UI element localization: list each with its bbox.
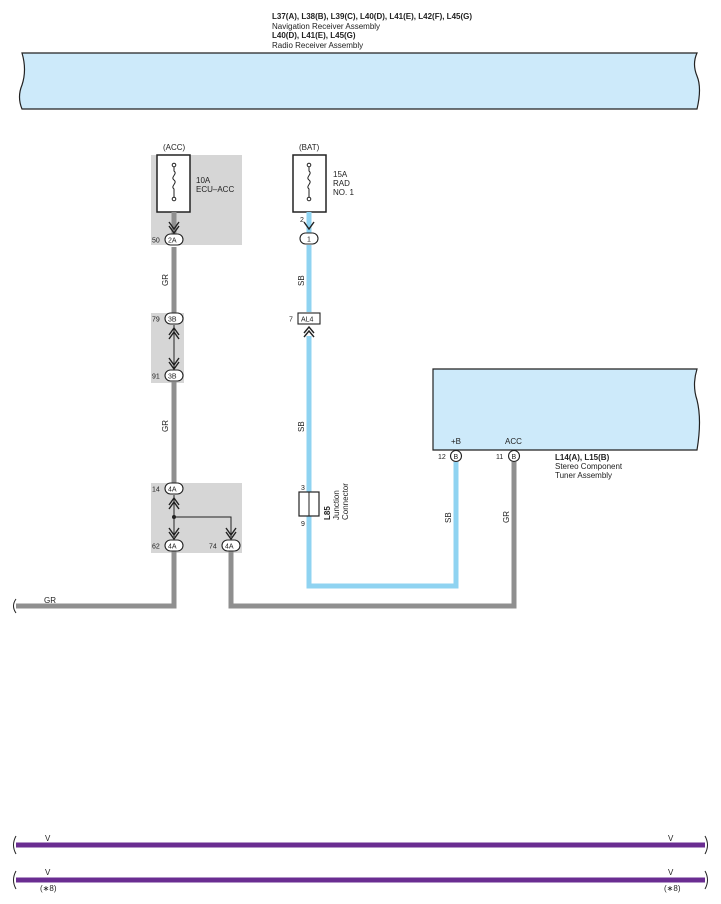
chevron-up-icon	[168, 496, 180, 510]
tuner-name-1: Stereo Component	[555, 462, 623, 471]
junction-name-2: Connector	[341, 483, 350, 520]
chevron-down-icon	[303, 221, 315, 231]
junction-code: L85	[323, 506, 332, 520]
wire-gr-main	[16, 212, 177, 609]
connector-3b-bottom-pin: 91	[152, 374, 160, 381]
fuse-acc-source: (ACC)	[163, 143, 186, 152]
radio-receiver-name: Radio Receiver Assembly	[272, 41, 363, 50]
wire-label-gr: GR	[502, 511, 511, 523]
tuner-codes: L14(A), L15(B)	[555, 453, 610, 462]
chevron-down-icon	[168, 357, 180, 371]
connector-3b-bottom-label: 3B	[168, 374, 177, 381]
nav-receiver-codes: L37(A), L38(B), L39(C), L40(D), L41(E), …	[272, 12, 472, 21]
wire-v2-label-right: V	[668, 868, 674, 877]
connector-3b-top-label: 3B	[168, 317, 177, 324]
tuner-pin-acc	[507, 449, 521, 463]
tuner-pin-b-num: 12	[438, 454, 446, 461]
tuner-name-2: Tuner Assembly	[555, 471, 612, 480]
wire-label-sb: SB	[297, 421, 306, 432]
wire-label-sb: SB	[444, 512, 453, 523]
chevron-up-icon	[168, 326, 180, 340]
chevron-down-icon	[168, 527, 180, 541]
radio-receiver-codes: L40(D), L41(E), L45(G)	[272, 31, 356, 40]
wire-label-sb: SB	[297, 275, 306, 286]
connector-4a-top	[164, 482, 184, 495]
connector-al4	[297, 312, 321, 325]
tuner-pin-b-conn: B	[454, 454, 459, 461]
nav-receiver-name: Navigation Receiver Assembly	[272, 22, 380, 31]
connector-3b-bottom	[164, 369, 184, 382]
connector-al4-pin: 7	[289, 317, 293, 324]
wire-v2-ref-left: (∗8)	[40, 884, 57, 893]
connector-1-label: 1	[307, 237, 311, 244]
fuse-bat-name-1: RAD	[333, 179, 350, 188]
tuner-pin-acc-conn: B	[512, 454, 517, 461]
connector-2a	[164, 233, 184, 246]
connector-3b-top	[164, 312, 184, 325]
tuner-pin-acc-num: 11	[496, 454, 503, 461]
wire-v1-label-right: V	[668, 834, 674, 843]
fuse-acc-element	[172, 165, 176, 199]
junction-pin-bottom: 9	[301, 521, 305, 528]
tuner-pin-acc-label: ACC	[505, 437, 522, 446]
tuner-pin-b-label: +B	[451, 437, 461, 446]
fuse-bat-pin: 2	[300, 217, 304, 224]
connector-3b-top-pin: 79	[152, 317, 160, 324]
chevron-down-icon	[168, 221, 180, 235]
fuse-bat-name-2: NO. 1	[333, 188, 354, 197]
fuse-bat-source: (BAT)	[299, 143, 320, 152]
junction-name-1: Junction	[332, 490, 341, 520]
receiver-assembly-body	[18, 52, 701, 110]
wire-v1-label-left: V	[45, 834, 51, 843]
wire-sb-main	[306, 212, 459, 589]
connector-4a-left	[164, 539, 184, 552]
fuse-bat-rating: 15A	[333, 170, 348, 179]
wire-break-mark	[704, 870, 708, 890]
connector-4a-right-pin: 74	[209, 544, 217, 551]
connector-4a-left-pin: 62	[152, 544, 160, 551]
fuse-acc-name: ECU–ACC	[196, 185, 234, 194]
tuner-pin-b	[449, 449, 463, 463]
connector-4a-top-pin: 14	[152, 487, 160, 494]
connector-4a-top-label: 4A	[168, 487, 177, 494]
chevron-down-icon	[225, 527, 237, 541]
wire-v2-ref-right: (∗8)	[664, 884, 681, 893]
connector-2a-pin: 50	[152, 238, 160, 245]
wire-break-mark	[13, 870, 17, 890]
tuner-assembly-body	[432, 368, 701, 451]
wire-label-gr: GR	[161, 420, 170, 432]
connector-4a-left-label: 4A	[168, 544, 177, 551]
wire-break-mark	[704, 835, 708, 855]
connector-1	[299, 232, 319, 245]
fuse-acc-rating: 10A	[196, 176, 211, 185]
junction-pin-top: 3	[301, 485, 305, 492]
connector-2a-label: 2A	[168, 238, 177, 245]
chevron-up-icon	[303, 325, 315, 338]
wire-gr-74	[228, 462, 517, 609]
wire-v2-label-left: V	[45, 868, 51, 877]
connector-4a-right	[221, 539, 241, 552]
connector-al4-label: AL4	[301, 317, 314, 324]
wire-break-mark	[13, 835, 17, 855]
wire-break-mark	[13, 598, 17, 614]
fuse-bat-element	[307, 165, 311, 199]
connector-4a-right-label: 4A	[225, 544, 234, 551]
wire-label-gr: GR	[44, 596, 56, 605]
wire-label-gr: GR	[161, 274, 170, 286]
